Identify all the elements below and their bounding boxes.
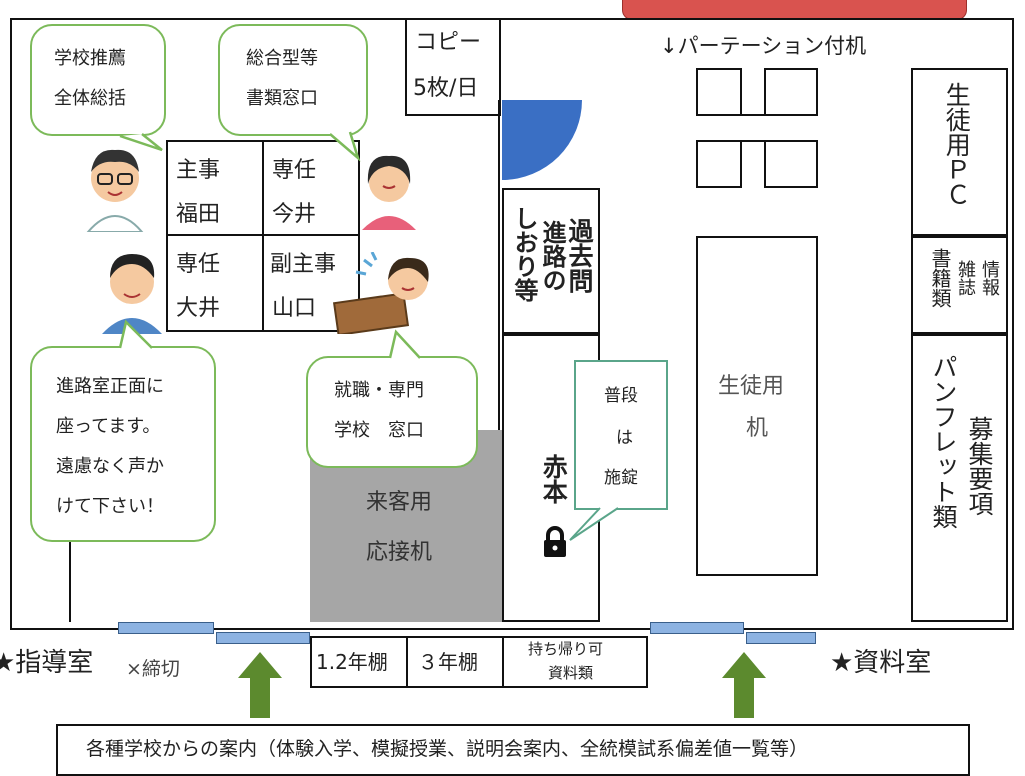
door-right-1: [650, 622, 744, 634]
fukuda-title: 主事: [176, 158, 221, 183]
inner-wall: [498, 100, 500, 430]
lock-icon: [544, 526, 566, 557]
inner-wall-left: [69, 530, 71, 622]
student-desk-label-2: 机: [746, 416, 769, 441]
past-exams-shelf: 過去問 進路の しおり等: [502, 188, 600, 334]
shelf-grade-12: 1.2年棚: [310, 636, 408, 688]
door-left-2: [216, 632, 310, 644]
guidance-room-label: ★指導室: [0, 648, 94, 678]
guidance-board: 各種学校からの案内（体験入学、模擬授業、説明会案内、全統模試系偏差値一覧等）: [56, 724, 970, 776]
fukuda-name: 福田: [176, 202, 221, 227]
copy-label: コピー: [415, 30, 482, 55]
staff-desk-oi: 専任 大井: [166, 234, 264, 332]
staff-desk-fukuda: 主事 福田: [166, 140, 264, 236]
guest-desk-label-2: 応接机: [366, 540, 433, 565]
room-outer-wall: [10, 18, 1014, 630]
staff-desk-imai: 専任 今井: [262, 140, 360, 236]
shiori-label: しおり等: [510, 206, 538, 302]
pamphlet-label: パンフレット類: [929, 354, 958, 529]
bubble-employment: 就職・専門 学校 窓口: [306, 356, 478, 468]
bubble-front-desk: 進路室正面に 座ってます。 遠慮なく声か けて下さい！: [30, 346, 216, 542]
deadline-label: ×締切: [126, 658, 180, 680]
person-oi-icon: [102, 254, 162, 334]
student-desk: 生徒用 机: [696, 236, 818, 576]
books-label: 書籍類: [928, 248, 952, 308]
bubble-locked: 普段 は 施錠: [574, 360, 668, 510]
oi-name: 大井: [176, 296, 221, 321]
person-imai-icon: [362, 155, 416, 230]
magazines-label: 雑誌: [955, 260, 976, 296]
shinro-label: 進路の: [538, 220, 566, 292]
bubble-comprehensive: 総合型等 書類窓口: [218, 24, 368, 136]
imai-title: 専任: [272, 158, 317, 183]
books-shelf: 書籍類 雑誌 情報: [911, 236, 1008, 334]
yamaguchi-title: 副主事: [270, 252, 337, 277]
akahon-label: 赤本: [539, 454, 569, 504]
arrow-up-icon: [722, 652, 766, 718]
shelf-takeaway: 持ち帰り可 資料類: [502, 636, 648, 688]
bubble-school-recommend: 学校推薦 全体総括: [30, 24, 166, 136]
student-desk-label: 生徒用: [718, 374, 785, 399]
yamaguchi-name: 山口: [272, 296, 317, 321]
door-left-1: [118, 622, 214, 634]
person-fukuda-icon: [86, 149, 144, 232]
info-label: 情報: [979, 260, 1000, 296]
document-room-label: ★資料室: [830, 648, 932, 678]
pamphlet-shelf: パンフレット類 募集要項: [911, 334, 1008, 622]
application-guide-label: 募集要項: [965, 416, 994, 516]
imai-name: 今井: [272, 202, 317, 227]
door-swing: [502, 100, 582, 180]
copy-limit: 5枚/日: [413, 76, 479, 101]
person-yamaguchi-icon: [332, 252, 429, 334]
student-pc: 生徒用ＰＣ: [911, 68, 1008, 236]
shelf-grade-3: ３年棚: [406, 636, 504, 688]
past-exams-label: 過去問: [565, 218, 594, 293]
guest-desk-label: 来客用: [366, 490, 433, 515]
oi-title: 専任: [176, 252, 221, 277]
partition-desk-label: ↓パーテーション付机: [660, 34, 867, 58]
copy-machine: コピー 5枚/日: [405, 18, 501, 116]
arrow-up-icon: [238, 652, 282, 718]
student-pc-label: 生徒用ＰＣ: [942, 82, 972, 207]
door-right-2: [746, 632, 816, 644]
